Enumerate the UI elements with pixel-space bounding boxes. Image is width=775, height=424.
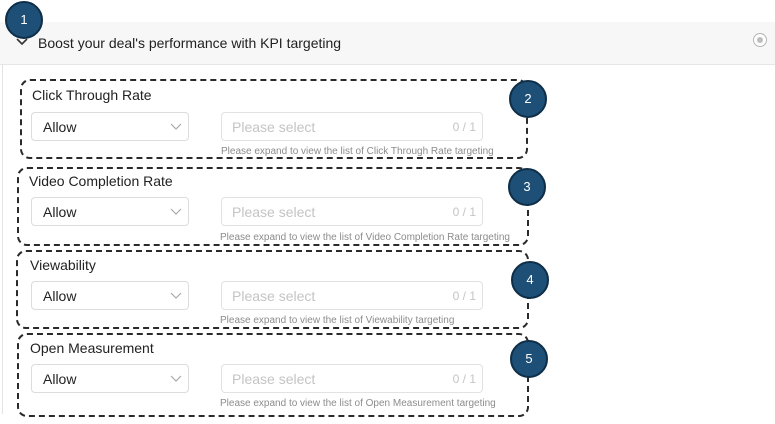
chevron-down-icon <box>170 375 182 382</box>
step-badge-5: 5 <box>510 340 548 378</box>
allow-block-select[interactable]: Allow <box>31 281 189 310</box>
select-value: Allow <box>43 204 77 220</box>
input-placeholder: Please select <box>232 288 316 304</box>
chevron-down-icon <box>170 123 182 130</box>
kpi-targeting-input[interactable]: Please select 0 / 1 <box>221 364 483 393</box>
select-value: Allow <box>43 288 77 304</box>
allow-block-select[interactable]: Allow <box>31 364 189 393</box>
selection-counter: 0 / 1 <box>452 372 476 386</box>
kpi-targeting-input[interactable]: Please select 0 / 1 <box>221 197 483 226</box>
kpi-title: Click Through Rate <box>32 87 152 103</box>
kpi-hint: Please expand to view the list of Video … <box>220 232 510 243</box>
kpi-hint: Please expand to view the list of Open M… <box>220 398 496 409</box>
allow-block-select[interactable]: Allow <box>31 197 189 226</box>
status-radio-icon[interactable] <box>753 33 767 47</box>
selection-counter: 0 / 1 <box>452 205 476 219</box>
allow-block-select[interactable]: Allow <box>31 112 189 141</box>
selection-counter: 0 / 1 <box>452 289 476 303</box>
kpi-title: Viewability <box>30 257 96 273</box>
kpi-targeting-input[interactable]: Please select 0 / 1 <box>221 281 483 310</box>
input-placeholder: Please select <box>232 371 316 387</box>
input-placeholder: Please select <box>232 204 316 220</box>
select-value: Allow <box>43 119 77 135</box>
select-value: Allow <box>43 371 77 387</box>
kpi-title: Open Measurement <box>30 340 154 356</box>
chevron-down-icon <box>170 292 182 299</box>
step-badge-1: 1 <box>5 1 43 39</box>
kpi-hint: Please expand to view the list of Viewab… <box>220 315 455 326</box>
kpi-section-video-completion-rate: Video Completion Rate Allow Please selec… <box>17 167 529 246</box>
step-badge-3: 3 <box>508 168 546 206</box>
kpi-section-viewability: Viewability Allow Please select 0 / 1 Pl… <box>16 250 529 329</box>
chevron-down-icon <box>170 208 182 215</box>
step-badge-2: 2 <box>509 80 547 118</box>
kpi-section-open-measurement: Open Measurement Allow Please select 0 /… <box>17 333 529 417</box>
kpi-targeting-panel-header[interactable]: Boost your deal's performance with KPI t… <box>0 22 775 65</box>
radio-dot <box>757 37 763 43</box>
kpi-targeting-input[interactable]: Please select 0 / 1 <box>221 112 483 141</box>
kpi-section-click-through-rate: Click Through Rate Allow Please select 0… <box>20 79 528 159</box>
input-placeholder: Please select <box>232 119 316 135</box>
kpi-hint: Please expand to view the list of Click … <box>221 146 494 157</box>
panel-title: Boost your deal's performance with KPI t… <box>38 35 342 51</box>
selection-counter: 0 / 1 <box>452 120 476 134</box>
step-badge-4: 4 <box>511 261 549 299</box>
chevron-down-icon[interactable] <box>14 34 30 50</box>
kpi-title: Video Completion Rate <box>29 173 173 189</box>
panel-left-border <box>2 64 3 414</box>
